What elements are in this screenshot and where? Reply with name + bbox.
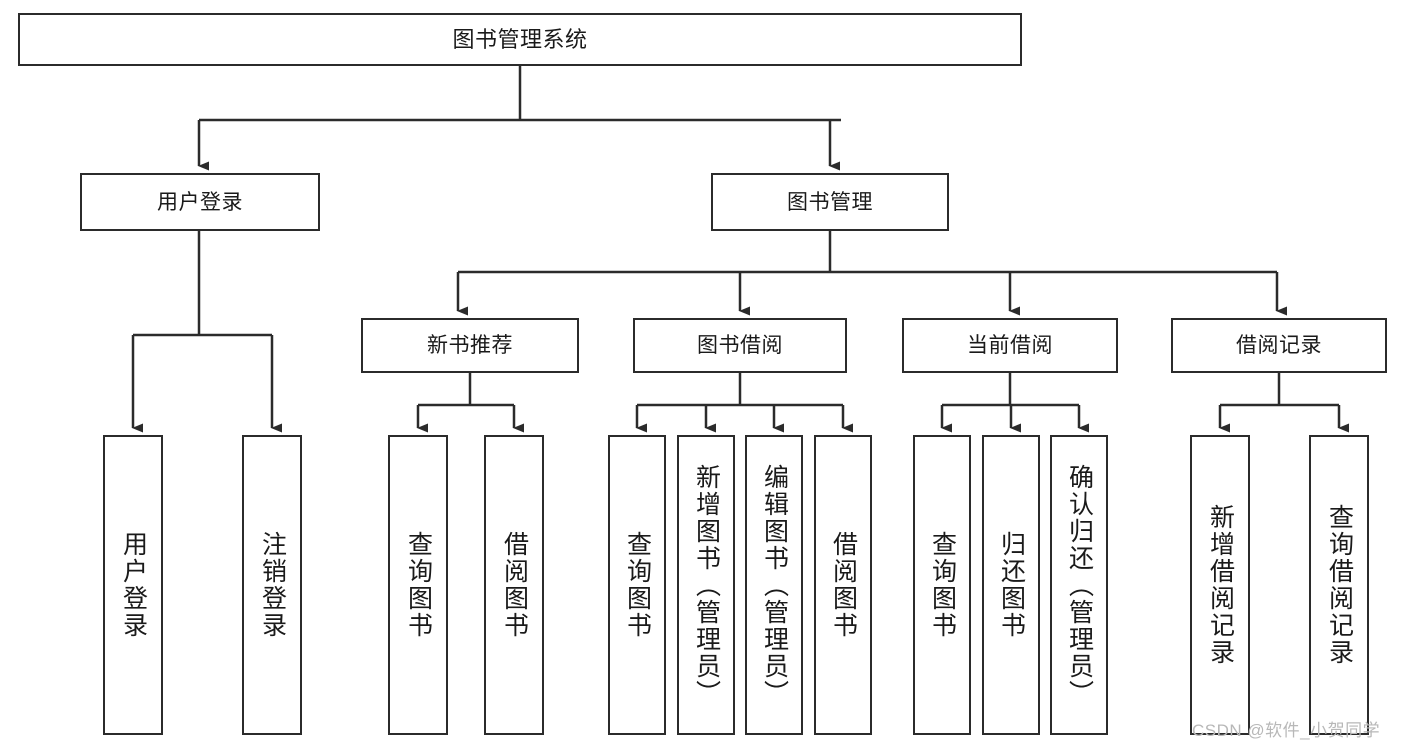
node-label: 用户登录 bbox=[157, 190, 243, 214]
node-label: 查询图书 bbox=[623, 531, 652, 639]
node-user-login[interactable]: 用户登录 bbox=[80, 173, 320, 231]
node-root-book-management-system[interactable]: 图书管理系统 bbox=[18, 13, 1022, 66]
node-label: 归还图书 bbox=[997, 531, 1026, 639]
node-borrow-records[interactable]: 借阅记录 bbox=[1171, 318, 1387, 373]
node-label: 确认归还（管理员） bbox=[1065, 463, 1094, 707]
node-label: 用户登录 bbox=[119, 531, 148, 639]
leaf-return-book[interactable]: 归还图书 bbox=[982, 435, 1040, 735]
node-label: 图书管理 bbox=[787, 190, 873, 214]
node-label: 注销登录 bbox=[258, 531, 287, 639]
leaf-user-login[interactable]: 用户登录 bbox=[103, 435, 163, 735]
node-label: 查询图书 bbox=[928, 531, 957, 639]
node-label: 借阅图书 bbox=[500, 531, 529, 639]
leaf-query-book-new[interactable]: 查询图书 bbox=[388, 435, 448, 735]
leaf-borrow-book[interactable]: 借阅图书 bbox=[814, 435, 872, 735]
node-book-borrowing[interactable]: 图书借阅 bbox=[633, 318, 847, 373]
csdn-watermark: CSDN @软件_小贺同学 bbox=[1192, 721, 1381, 740]
leaf-confirm-return-admin[interactable]: 确认归还（管理员） bbox=[1050, 435, 1108, 735]
leaf-user-logout[interactable]: 注销登录 bbox=[242, 435, 302, 735]
leaf-query-book-borrow[interactable]: 查询图书 bbox=[608, 435, 666, 735]
node-label: 查询借阅记录 bbox=[1325, 504, 1354, 666]
node-current-borrowing[interactable]: 当前借阅 bbox=[902, 318, 1118, 373]
node-book-management[interactable]: 图书管理 bbox=[711, 173, 949, 231]
node-label: 新书推荐 bbox=[427, 334, 513, 357]
leaf-add-book-admin[interactable]: 新增图书（管理员） bbox=[677, 435, 735, 735]
leaf-query-borrow-record[interactable]: 查询借阅记录 bbox=[1309, 435, 1369, 735]
node-label: 图书管理系统 bbox=[452, 26, 588, 52]
node-label: 编辑图书（管理员） bbox=[760, 463, 789, 707]
node-label: 借阅记录 bbox=[1236, 334, 1322, 357]
leaf-query-book-current[interactable]: 查询图书 bbox=[913, 435, 971, 735]
node-label: 查询图书 bbox=[404, 531, 433, 639]
node-label: 当前借阅 bbox=[967, 334, 1053, 357]
node-new-book-recommendation[interactable]: 新书推荐 bbox=[361, 318, 579, 373]
node-label: 借阅图书 bbox=[829, 531, 858, 639]
leaf-edit-book-admin[interactable]: 编辑图书（管理员） bbox=[745, 435, 803, 735]
leaf-add-borrow-record[interactable]: 新增借阅记录 bbox=[1190, 435, 1250, 735]
leaf-borrow-book-new[interactable]: 借阅图书 bbox=[484, 435, 544, 735]
node-label: 新增图书（管理员） bbox=[692, 463, 721, 707]
node-label: 新增借阅记录 bbox=[1206, 504, 1235, 666]
node-label: 图书借阅 bbox=[697, 334, 783, 357]
